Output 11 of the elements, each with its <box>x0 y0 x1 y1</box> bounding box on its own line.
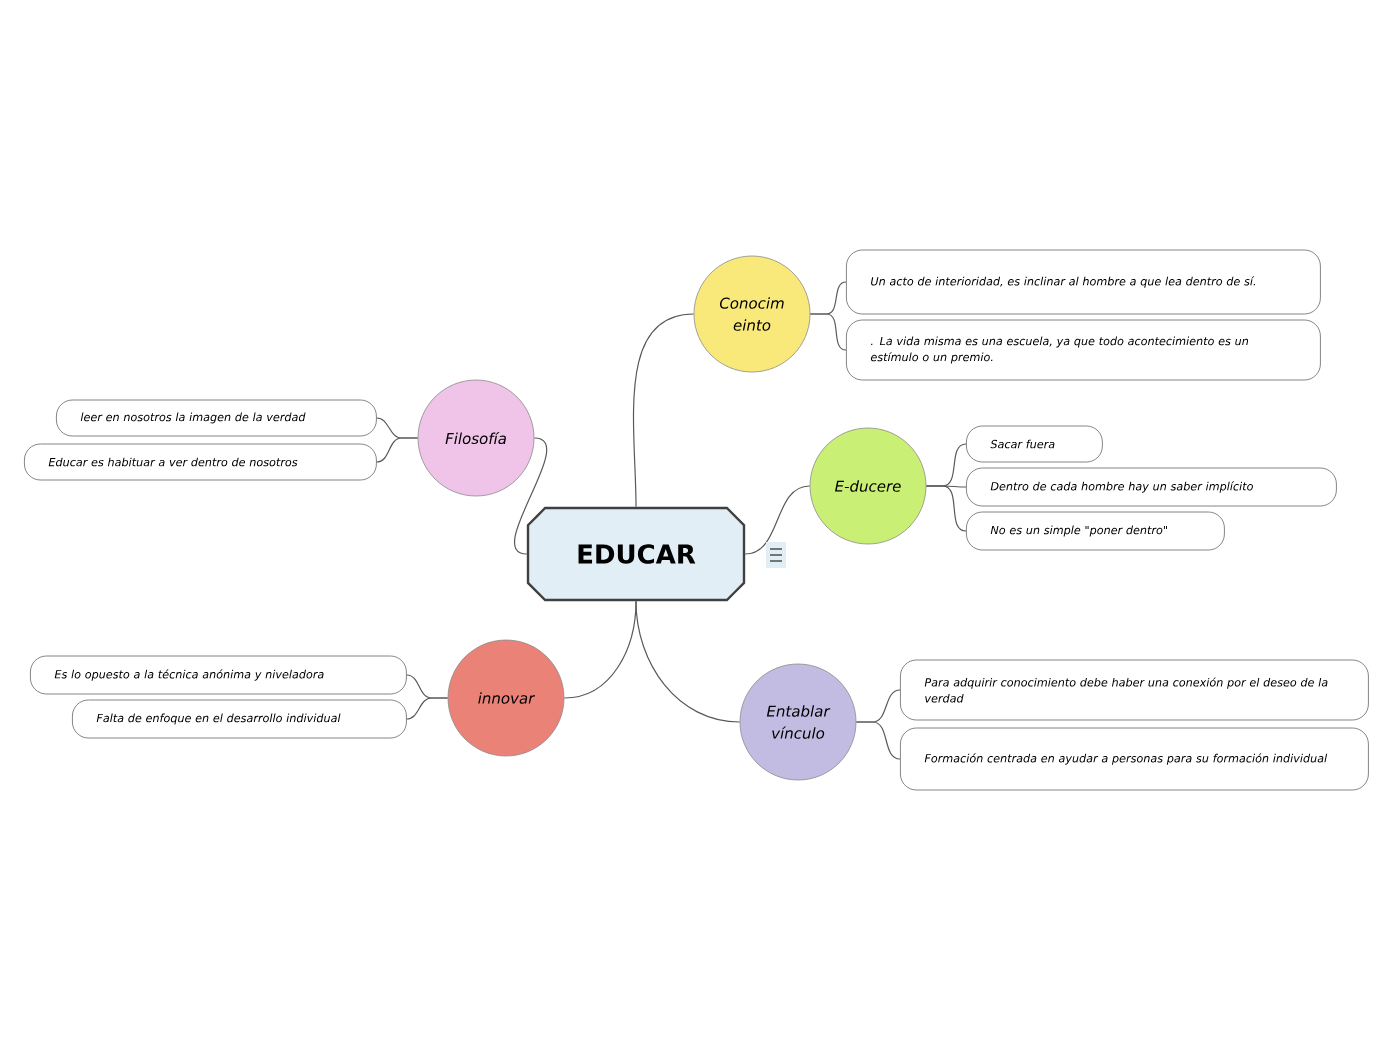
connector <box>744 485 811 555</box>
connector <box>632 313 695 508</box>
connector <box>925 485 967 532</box>
connector <box>514 437 548 555</box>
central-hexagon: EDUCAR <box>526 506 746 602</box>
connector <box>563 600 637 699</box>
connector <box>855 721 901 760</box>
connector <box>635 600 741 723</box>
connector <box>809 313 847 351</box>
connector <box>376 437 419 463</box>
connector <box>406 697 449 720</box>
